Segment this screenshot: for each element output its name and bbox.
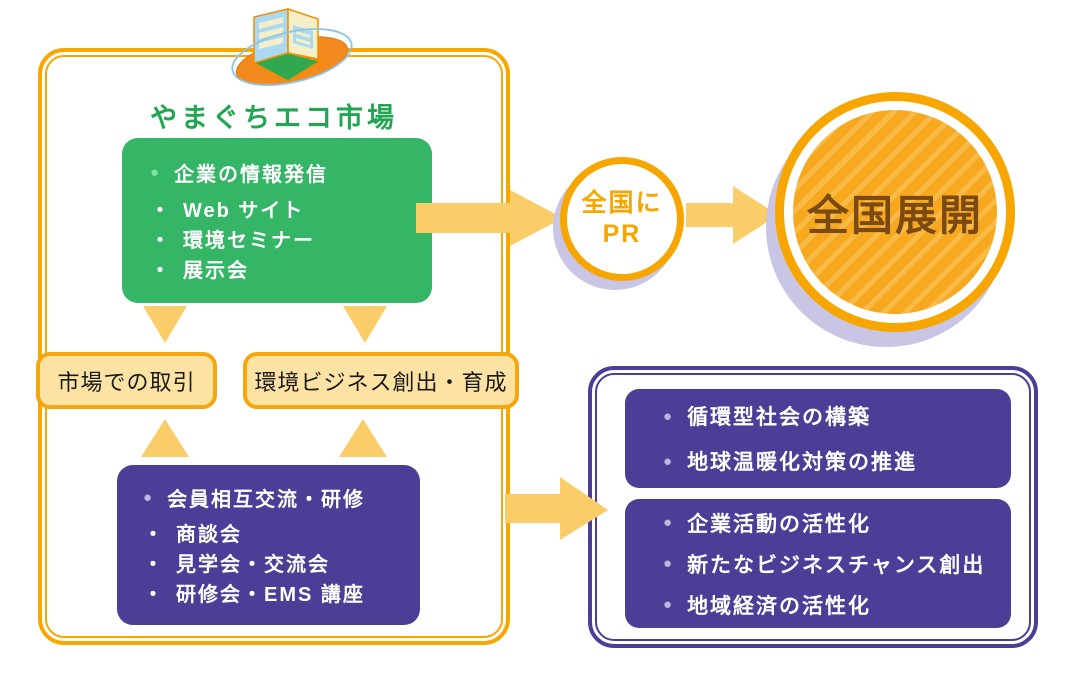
- member-exchange-box: ● 会員相互交流・研修 ・ 商談会 ・ 見学会・交流会 ・ 研修会・EMS 講座: [117, 465, 420, 625]
- list-item-label: 新たなビジネスチャンス創出: [687, 553, 986, 577]
- arrow-down-left-icon: [143, 306, 187, 343]
- results-panel: ● 循環型社会の構築 ● 地球温暖化対策の推進 ● 企業活動の活性化 ● 新たな…: [588, 366, 1038, 648]
- list-item-label: 研修会・EMS 講座: [176, 584, 365, 606]
- list-item: ● 循環型社会の構築: [663, 401, 1011, 431]
- nationwide-pr-circle: 全国に PR: [560, 157, 684, 281]
- green-box-heading-label: 企業の情報発信: [174, 164, 329, 186]
- list-item: ● 企業活動の活性化: [663, 508, 1011, 538]
- list-item: ● 新たなビジネスチャンス創出: [663, 549, 1011, 579]
- list-item-label: 地域経済の活性化: [687, 594, 872, 618]
- dash-bullet: ・: [150, 260, 170, 282]
- list-item-label: 展示会: [183, 260, 249, 282]
- list-item: ・ 見学会・交流会: [143, 550, 420, 580]
- purple-box-heading-label: 会員相互交流・研修: [167, 489, 366, 511]
- arrow-down-right-icon: [343, 306, 387, 343]
- bullet-icon: ●: [663, 407, 675, 425]
- eco-business-label: 環境ビジネス創出・育成: [254, 369, 508, 395]
- list-item-label: 地球温暖化対策の推進: [687, 451, 918, 474]
- bullet-icon: ●: [663, 555, 675, 572]
- national-expansion-circle: 全国展開: [775, 92, 1015, 332]
- list-item: ・ 展示会: [150, 256, 432, 286]
- eco-market-cube-logo-icon: [231, 7, 353, 86]
- page-title: やまぐちエコ市場: [150, 103, 398, 133]
- dash-bullet: ・: [150, 230, 170, 252]
- list-item: ・ Web サイト: [150, 196, 432, 226]
- society-results-box: ● 循環型社会の構築 ● 地球温暖化対策の推進: [625, 389, 1011, 488]
- market-trade-box: 市場での取引: [36, 352, 217, 409]
- arrow-pr-to-national-icon: [686, 186, 778, 244]
- market-trade-label: 市場での取引: [57, 369, 196, 395]
- list-item: ・ 研修会・EMS 講座: [143, 580, 420, 610]
- bullet-icon: ●: [150, 164, 162, 181]
- dash-bullet: ・: [143, 524, 163, 546]
- list-item: ● 地球温暖化対策の推進: [663, 446, 1011, 476]
- list-item-label: 環境セミナー: [183, 230, 315, 252]
- dash-bullet: ・: [143, 554, 163, 576]
- arrow-up-right-icon: [339, 419, 387, 457]
- dash-bullet: ・: [150, 200, 170, 222]
- purple-box-heading: ● 会員相互交流・研修: [143, 483, 420, 512]
- list-item: ● 地域経済の活性化: [663, 590, 1011, 620]
- national-expansion-label: 全国展開: [806, 191, 983, 239]
- list-item-label: 循環型社会の構築: [687, 406, 872, 429]
- national-expansion-label-area: 全国展開: [793, 110, 997, 314]
- bullet-icon: ●: [663, 514, 675, 531]
- info-dissemination-box: ● 企業の情報発信 ・ Web サイト ・ 環境セミナー ・ 展示会: [122, 138, 432, 303]
- eco-business-box: 環境ビジネス創出・育成: [243, 352, 519, 409]
- green-box-heading: ● 企業の情報発信: [150, 158, 432, 187]
- list-item-label: Web サイト: [183, 200, 305, 222]
- list-item: ・ 商談会: [143, 520, 420, 550]
- bullet-icon: ●: [143, 489, 155, 506]
- list-item-label: 商談会: [176, 524, 242, 546]
- list-item-label: 企業活動の活性化: [687, 512, 872, 536]
- list-item: ・ 環境セミナー: [150, 226, 432, 256]
- list-item-label: 見学会・交流会: [176, 554, 330, 576]
- arrow-right-to-pr-icon: [416, 190, 563, 246]
- pr-circle-line1: 全国に: [581, 188, 663, 217]
- arrow-to-results-panel-icon: [505, 477, 608, 540]
- dash-bullet: ・: [143, 584, 163, 606]
- arrow-up-left-icon: [141, 419, 189, 457]
- bullet-icon: ●: [663, 452, 675, 470]
- economy-results-box: ● 企業活動の活性化 ● 新たなビジネスチャンス創出 ● 地域経済の活性化: [625, 499, 1011, 628]
- pr-circle-line2: PR: [602, 220, 642, 248]
- bullet-icon: ●: [663, 596, 675, 613]
